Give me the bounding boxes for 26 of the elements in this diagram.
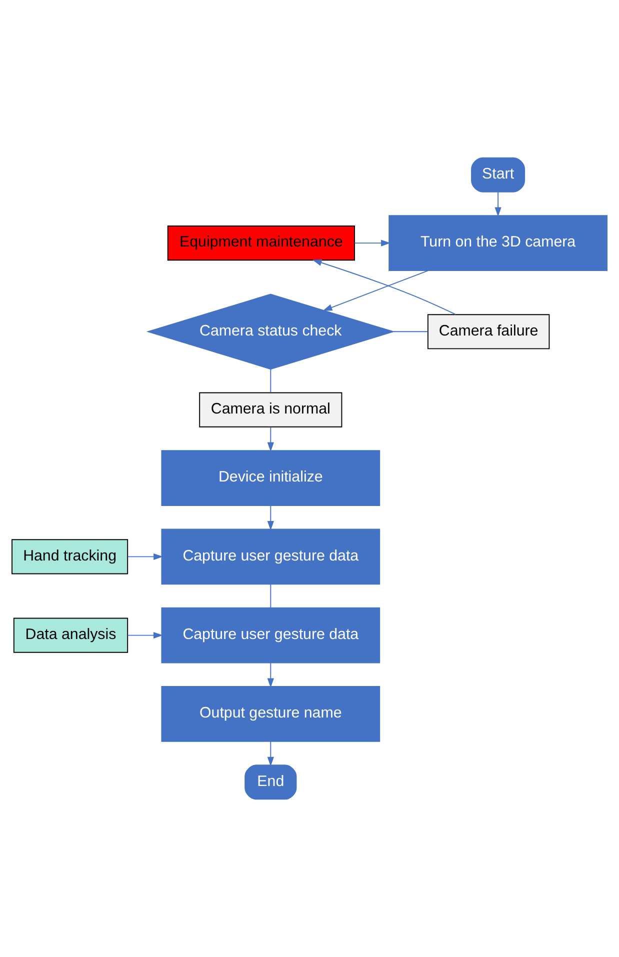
arrow <box>267 741 274 766</box>
connector <box>393 331 428 332</box>
node-box: Hand tracking <box>12 539 128 574</box>
node-diamond: Camera status check <box>146 294 395 370</box>
node-box: Turn on the 3D camera <box>388 215 608 271</box>
arrow <box>494 192 502 217</box>
node-box: Capture user gesture data <box>161 528 380 585</box>
arrow <box>322 270 429 311</box>
arrow <box>267 426 274 452</box>
arrow <box>312 260 456 315</box>
arrow <box>354 240 391 246</box>
node-box: Data analysis <box>13 618 128 653</box>
arrow <box>127 632 163 639</box>
connector <box>270 368 272 393</box>
arrow <box>267 505 274 530</box>
connector <box>270 584 272 608</box>
arrow <box>127 553 164 560</box>
node-box: Start <box>471 157 526 192</box>
node-box: Camera failure <box>427 314 550 350</box>
node-box: End <box>244 764 297 800</box>
node-box: Capture user gesture data <box>161 607 380 664</box>
node-box: Camera is normal <box>199 392 342 428</box>
node-box: Device initialize <box>161 450 380 506</box>
arrow <box>267 662 274 688</box>
node-box: Equipment maintenance <box>167 226 355 261</box>
node-box: Output gesture name <box>161 686 380 742</box>
